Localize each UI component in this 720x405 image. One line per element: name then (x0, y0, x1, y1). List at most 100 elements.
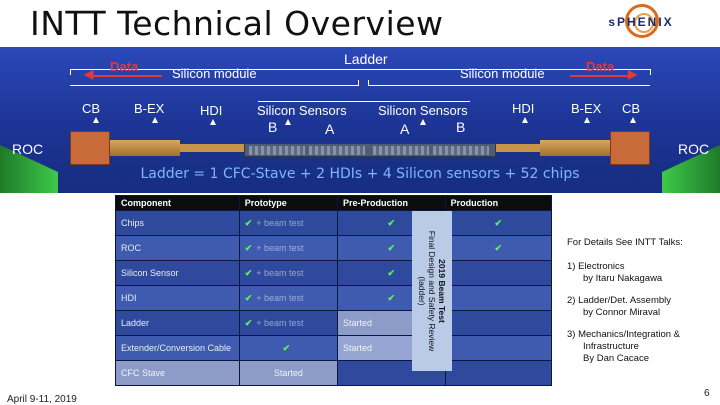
hdi-left-tail (180, 144, 244, 152)
cell-production: ✔ (444, 210, 553, 236)
silicon-sensor-strip (244, 143, 496, 157)
hdi-left-label: HDI (200, 103, 223, 118)
cell-prototype: ✔+ beam test (238, 235, 339, 261)
cell-production: ✔ (444, 235, 553, 261)
cell-prototype: ✔+ beam test (238, 285, 339, 311)
sensor-type-a-left: A (325, 121, 335, 137)
talk-title: 1) Electronics (567, 261, 625, 272)
cell-component: ROC (115, 235, 240, 261)
table-header-row: Component Prototype Pre-Production Produ… (115, 195, 553, 211)
check-icon: ✔ (244, 317, 253, 328)
slide-date: April 9-11, 2019 (7, 394, 77, 405)
pointer-icon (152, 117, 158, 123)
logo-text: sPHENIX (608, 15, 674, 29)
talk-title-cont: Infrastructure (583, 341, 639, 352)
col-header-prototype: Prototype (238, 195, 339, 211)
hdi-right-label: HDI (512, 101, 535, 116)
ladder-label: Ladder (344, 51, 388, 67)
cb-left-label: CB (82, 101, 101, 116)
cb-left-connector (70, 131, 110, 165)
page-number: 6 (704, 388, 710, 399)
table-row: Extender/Conversion Cable ✔ Started (115, 335, 553, 361)
pointer-icon (93, 117, 99, 123)
cb-right-connector (610, 131, 650, 165)
beam-test-review-note: 2019 Beam Test Final Design and Safety R… (412, 211, 452, 371)
bex-left-cable (110, 140, 180, 156)
cell-prototype: ✔+ beam test (238, 210, 339, 236)
talks-list: For Details See INTT Talks: 1) Electroni… (567, 237, 712, 375)
col-header-component: Component (115, 195, 240, 211)
pointer-icon (210, 119, 216, 125)
side-note-line2: Final Design and Safety Review (427, 230, 437, 352)
check-icon: ✔ (244, 267, 253, 278)
check-icon: ✔ (244, 217, 253, 228)
logo-ring-icon (625, 4, 659, 38)
cell-production (444, 360, 553, 386)
cell-component: CFC Stave (115, 360, 240, 386)
cell-production (444, 285, 553, 311)
cb-right-label: CB (622, 101, 641, 116)
table-row: CFC Stave Started (115, 360, 553, 386)
col-header-pre-production: Pre-Production (337, 195, 446, 211)
sphenix-logo: sPHENIX (592, 4, 690, 44)
pointer-icon (522, 117, 528, 123)
cell-prototype: ✔+ beam test (238, 260, 339, 286)
talks-heading: For Details See INTT Talks: (567, 237, 683, 248)
cell-prototype: ✔+ beam test (238, 310, 339, 336)
col-header-production: Production (444, 195, 553, 211)
ladder-diagram: Ladder Data ◀ Data ▶ Silicon module Sili… (0, 47, 720, 193)
arrow-head-left-icon: ◀ (84, 67, 94, 81)
cell-component: Extender/Conversion Cable (115, 335, 240, 361)
cell-component: HDI (115, 285, 240, 311)
roc-right-label: ROC (678, 141, 710, 157)
pointer-icon (285, 119, 291, 125)
sensor-type-b-right: B (456, 119, 466, 135)
check-icon: ✔ (244, 242, 253, 253)
sensor-type-a-right: A (400, 121, 410, 137)
cell-component: Chips (115, 210, 240, 236)
table-row: ROC ✔+ beam test ✔ ✔ (115, 235, 553, 261)
data-left-label: Data (110, 59, 139, 74)
talk-title: 3) Mechanics/Integration & (567, 329, 681, 340)
bex-right-label: B-EX (571, 101, 602, 116)
silicon-module-left-label: Silicon module (172, 66, 257, 81)
table-row: Silicon Sensor ✔+ beam test ✔ (115, 260, 553, 286)
cell-prototype: Started (238, 360, 339, 386)
pointer-icon (630, 117, 636, 123)
list-item: 1) Electronics by Itaru Nakagawa (567, 261, 712, 285)
table-row: Chips ✔+ beam test ✔ ✔ (115, 210, 553, 236)
ladder-caption: Ladder = 1 CFC-Stave + 2 HDIs + 4 Silico… (140, 166, 580, 182)
cell-component: Silicon Sensor (115, 260, 240, 286)
arrow-head-right-icon: ▶ (628, 67, 638, 81)
talk-title: 2) Ladder/Det. Assembly (567, 295, 672, 306)
talk-speaker: by Itaru Nakagawa (583, 273, 663, 284)
side-note-line3: (ladder) (417, 276, 427, 306)
check-icon: ✔ (282, 342, 291, 353)
cell-prototype: ✔ (238, 335, 339, 361)
table-row: HDI ✔+ beam test ✔ (115, 285, 553, 311)
cell-component: Ladder (115, 310, 240, 336)
roc-left-label: ROC (12, 141, 44, 157)
sensor-type-b-left: B (268, 119, 278, 135)
table-row: Ladder ✔+ beam test Started (115, 310, 553, 336)
check-icon: ✔ (244, 292, 253, 303)
side-note-line1: 2019 Beam Test (437, 259, 447, 323)
talk-speaker: by Connor Miraval (583, 307, 661, 318)
cell-production (444, 335, 553, 361)
pointer-icon (420, 119, 426, 125)
list-item: 2) Ladder/Det. Assembly by Connor Mirava… (567, 295, 712, 319)
hdi-right-tail (496, 144, 540, 152)
data-right-arrow-icon (570, 75, 630, 77)
list-item: 3) Mechanics/Integration & Infrastructur… (567, 329, 712, 365)
slide-title: INTT Technical Overview (30, 4, 444, 43)
pointer-icon (584, 117, 590, 123)
sensors-right-label: Silicon Sensors (378, 103, 468, 118)
data-right-label: Data (586, 59, 615, 74)
cell-production (444, 260, 553, 286)
talk-speaker: By Dan Cacace (583, 353, 650, 364)
silicon-module-right-label: Silicon module (460, 66, 545, 81)
bex-left-label: B-EX (134, 101, 165, 116)
data-left-arrow-icon (92, 75, 162, 77)
component-status-table: Component Prototype Pre-Production Produ… (115, 195, 553, 386)
cell-production (444, 310, 553, 336)
